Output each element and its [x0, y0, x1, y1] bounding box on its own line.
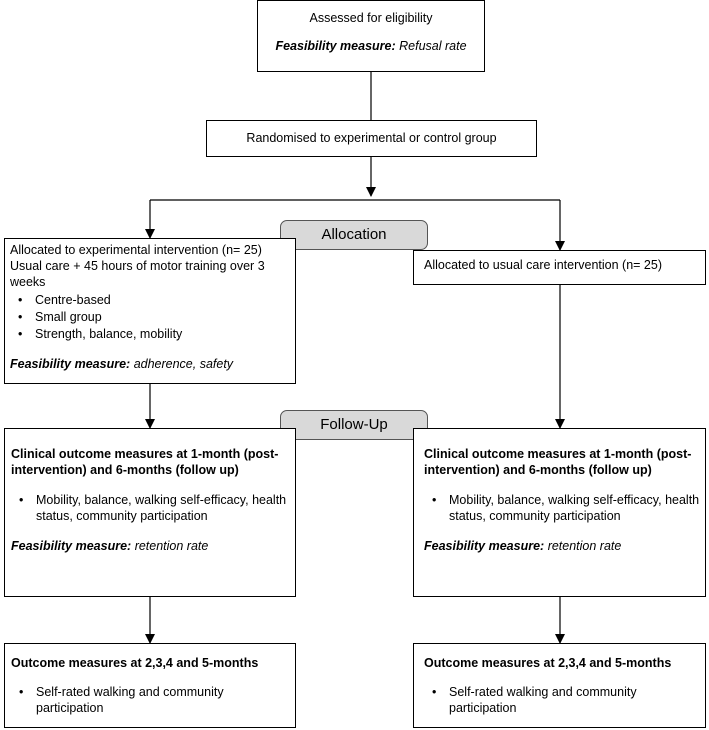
list-item: Small group — [10, 309, 290, 326]
outcome-left-title: Outcome measures at 2,3,4 and 5-months — [11, 656, 259, 670]
outcome-left-box: Outcome measures at 2,3,4 and 5-months S… — [4, 643, 296, 728]
usual-care-line1: Allocated to usual care intervention (n=… — [424, 258, 662, 272]
clinical-left-bullet-list: Mobility, balance, walking self-efficacy… — [11, 492, 290, 524]
outcome-right-title: Outcome measures at 2,3,4 and 5-months — [424, 656, 672, 670]
eligibility-feasibility-value: Refusal rate — [399, 39, 467, 53]
outcome-right-bullet-list: Self-rated walking and community partici… — [424, 684, 700, 716]
experimental-line2: Usual care + 45 hours of motor training … — [10, 259, 265, 289]
outcome-right-box: Outcome measures at 2,3,4 and 5-months S… — [413, 643, 706, 728]
clinical-right-box: Clinical outcome measures at 1-month (po… — [413, 428, 706, 597]
followup-label: Follow-Up — [280, 410, 428, 440]
experimental-box: Allocated to experimental intervention (… — [4, 238, 296, 384]
allocation-label: Allocation — [280, 220, 428, 250]
clinical-right-title: Clinical outcome measures at 1-month (po… — [424, 447, 692, 477]
clinical-left-feasibility-value: retention rate — [134, 539, 209, 553]
experimental-bullet-list: Centre-based Small group Strength, balan… — [10, 292, 290, 343]
list-item: Centre-based — [10, 292, 290, 309]
list-item: Self-rated walking and community partici… — [424, 684, 700, 716]
experimental-feasibility-label: Feasibility measure: — [10, 357, 131, 371]
clinical-right-feasibility-value: retention rate — [547, 539, 622, 553]
randomisation-box: Randomised to experimental or control gr… — [206, 120, 537, 157]
randomisation-title: Randomised to experimental or control gr… — [246, 131, 497, 145]
experimental-line1: Allocated to experimental intervention (… — [10, 243, 262, 257]
list-item: Self-rated walking and community partici… — [11, 684, 290, 716]
clinical-left-feasibility-label: Feasibility measure: — [11, 539, 132, 553]
outcome-left-bullet-list: Self-rated walking and community partici… — [11, 684, 290, 716]
experimental-feasibility-value: adherence, safety — [133, 357, 234, 371]
clinical-right-bullet-list: Mobility, balance, walking self-efficacy… — [424, 492, 700, 524]
clinical-left-title: Clinical outcome measures at 1-month (po… — [11, 447, 279, 477]
eligibility-feasibility-label: Feasibility measure: — [275, 39, 396, 53]
list-item: Mobility, balance, walking self-efficacy… — [11, 492, 290, 524]
usual-care-box: Allocated to usual care intervention (n=… — [413, 250, 706, 285]
clinical-left-box: Clinical outcome measures at 1-month (po… — [4, 428, 296, 597]
list-item: Mobility, balance, walking self-efficacy… — [424, 492, 700, 524]
eligibility-title: Assessed for eligibility — [309, 11, 433, 25]
eligibility-box: Assessed for eligibility Feasibility mea… — [257, 0, 485, 72]
list-item: Strength, balance, mobility — [10, 326, 290, 343]
clinical-right-feasibility-label: Feasibility measure: — [424, 539, 545, 553]
